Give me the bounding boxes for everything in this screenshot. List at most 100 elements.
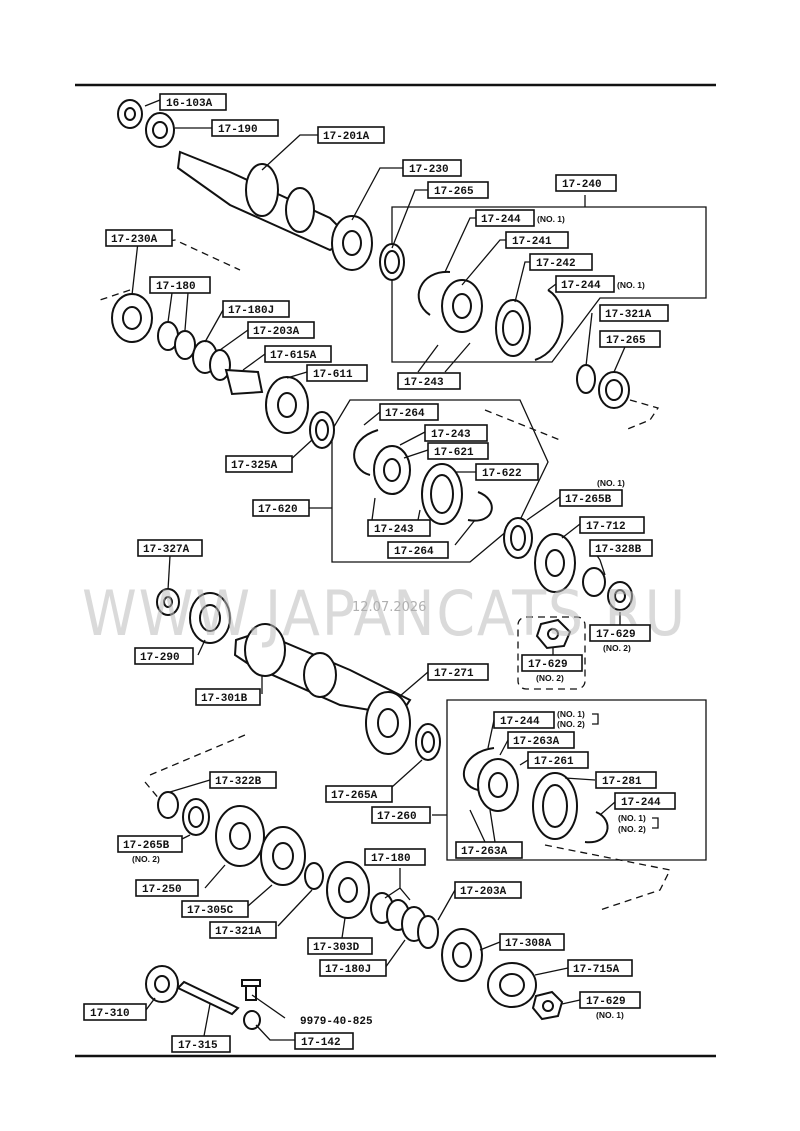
svg-text:17-310: 17-310 xyxy=(90,1008,130,1020)
label-17-322b: 17-322B xyxy=(209,771,277,789)
part-spring-17-264-b xyxy=(467,491,493,522)
svg-text:17-281: 17-281 xyxy=(602,776,642,788)
part-ring-17-265b-top xyxy=(503,517,533,559)
svg-text:17-290: 17-290 xyxy=(140,652,180,664)
label-16-103a: 16-103A xyxy=(159,93,227,111)
note-244b: (NO. 1) xyxy=(617,280,645,290)
part-collar-17-328b xyxy=(582,567,606,597)
part-washer-17-327a xyxy=(156,588,180,616)
label-17-327a: 17-327A xyxy=(137,539,203,557)
watermark-site: WWW.JAPANCATS.RU xyxy=(82,577,687,650)
svg-text:17-265A: 17-265A xyxy=(331,790,378,802)
part-spring-17-244-c xyxy=(462,747,495,791)
note-244d-2: (NO. 2) xyxy=(618,824,646,834)
label-17-244-d: 17-244 xyxy=(614,792,676,810)
part-sleeve-17-281 xyxy=(532,772,578,840)
svg-text:17-261: 17-261 xyxy=(534,756,574,768)
label-17-190: 17-190 xyxy=(211,119,279,137)
label-17-261: 17-261 xyxy=(527,751,589,769)
label-17-180-low: 17-180 xyxy=(364,848,426,866)
part-bearing-17-180-top xyxy=(157,321,196,360)
label-17-243-a: 17-243 xyxy=(397,372,461,390)
part-ring-17-321a-low xyxy=(304,862,324,890)
label-17-265-mid: 17-265 xyxy=(599,330,661,348)
part-input-shaft-17-201a xyxy=(176,150,352,252)
part-gear-17-305c xyxy=(260,826,306,886)
group-box-17-260 xyxy=(446,699,707,861)
part-nut-17-629-c xyxy=(531,990,564,1021)
svg-text:17-615A: 17-615A xyxy=(270,350,317,362)
label-17-290: 17-290 xyxy=(134,647,194,665)
label-17-611: 17-611 xyxy=(306,364,368,382)
svg-text:17-327A: 17-327A xyxy=(143,544,190,556)
svg-text:9979-40-825: 9979-40-825 xyxy=(300,1016,373,1028)
svg-text:17-263A: 17-263A xyxy=(513,736,560,748)
part-bearing-16-103a xyxy=(117,99,143,129)
part-spring-17-244-d xyxy=(584,811,609,844)
note-244a: (NO. 1) xyxy=(537,214,565,224)
group-box-17-620 xyxy=(331,399,549,563)
svg-text:17-611: 17-611 xyxy=(313,369,353,381)
svg-text:17-265: 17-265 xyxy=(606,335,646,347)
svg-text:17-244: 17-244 xyxy=(621,797,661,809)
svg-text:17-712: 17-712 xyxy=(586,521,626,533)
label-17-315: 17-315 xyxy=(171,1035,231,1053)
label-17-712: 17-712 xyxy=(579,516,645,534)
svg-text:17-322B: 17-322B xyxy=(215,776,262,788)
part-spring-17-244-a xyxy=(417,270,451,316)
part-gear-17-611 xyxy=(265,376,309,434)
svg-text:17-242: 17-242 xyxy=(536,258,576,270)
svg-text:17-629: 17-629 xyxy=(528,659,568,671)
svg-text:17-264: 17-264 xyxy=(385,408,425,420)
part-hub-17-621 xyxy=(373,445,411,495)
label-17-263a-a: 17-263A xyxy=(507,731,575,749)
label-17-615a: 17-615A xyxy=(264,345,332,363)
svg-text:17-629: 17-629 xyxy=(586,996,626,1008)
svg-text:17-308A: 17-308A xyxy=(505,938,552,950)
svg-text:17-629: 17-629 xyxy=(596,629,636,641)
part-nut-17-629-b xyxy=(535,618,572,650)
part-sleeve-17-242 xyxy=(495,299,531,357)
part-gear-17-303d xyxy=(326,861,370,919)
label-17-243-c: 17-243 xyxy=(367,519,431,537)
part-ring-17-322b xyxy=(157,791,179,819)
label-17-241: 17-241 xyxy=(505,231,569,249)
label-17-180-top: 17-180 xyxy=(149,276,211,294)
label-17-260: 17-260 xyxy=(371,806,431,824)
label-17-203a-low: 17-203A xyxy=(454,881,522,899)
svg-text:17-250: 17-250 xyxy=(142,884,182,896)
svg-text:17-321A: 17-321A xyxy=(605,309,652,321)
svg-text:17-263A: 17-263A xyxy=(461,846,508,858)
svg-text:17-244: 17-244 xyxy=(500,716,540,728)
label-17-180j-low: 17-180J xyxy=(319,959,387,977)
part-spring-17-244-b xyxy=(534,289,564,361)
label-17-328b: 17-328B xyxy=(589,539,653,557)
dashed-outline-top xyxy=(99,239,660,441)
part-ring-17-203a-low xyxy=(417,915,439,949)
label-17-265b-low: 17-265B xyxy=(117,835,183,853)
svg-text:17-264: 17-264 xyxy=(394,546,434,558)
note-629c: (NO. 1) xyxy=(596,1010,624,1020)
svg-text:17-244: 17-244 xyxy=(481,214,521,226)
dashed-box-17-629 xyxy=(517,616,586,690)
label-17-250: 17-250 xyxy=(135,879,199,897)
label-17-629-b: 17-629 xyxy=(521,654,583,672)
svg-text:17-265B: 17-265B xyxy=(123,840,170,852)
part-sleeve-17-622 xyxy=(421,463,463,525)
note-244c-1: (NO. 1) xyxy=(557,709,585,719)
note-265b-top: (NO. 1) xyxy=(597,478,625,488)
label-17-310: 17-310 xyxy=(83,1003,147,1021)
svg-text:17-321A: 17-321A xyxy=(215,926,262,938)
label-17-321a-low: 17-321A xyxy=(209,921,277,939)
label-17-263a-b: 17-263A xyxy=(455,841,523,859)
svg-text:17-305C: 17-305C xyxy=(187,905,234,917)
svg-text:17-622: 17-622 xyxy=(482,468,522,480)
svg-text:17-271: 17-271 xyxy=(434,668,474,680)
part-bearing-17-715a xyxy=(487,962,537,1008)
label-9979-40-825: 9979-40-825 xyxy=(300,1016,373,1028)
svg-text:17-243: 17-243 xyxy=(404,377,444,389)
svg-text:17-203A: 17-203A xyxy=(253,326,300,338)
label-17-230: 17-230 xyxy=(402,159,462,177)
label-17-142: 17-142 xyxy=(294,1032,354,1050)
part-idler-shaft-17-315 xyxy=(176,980,240,1016)
